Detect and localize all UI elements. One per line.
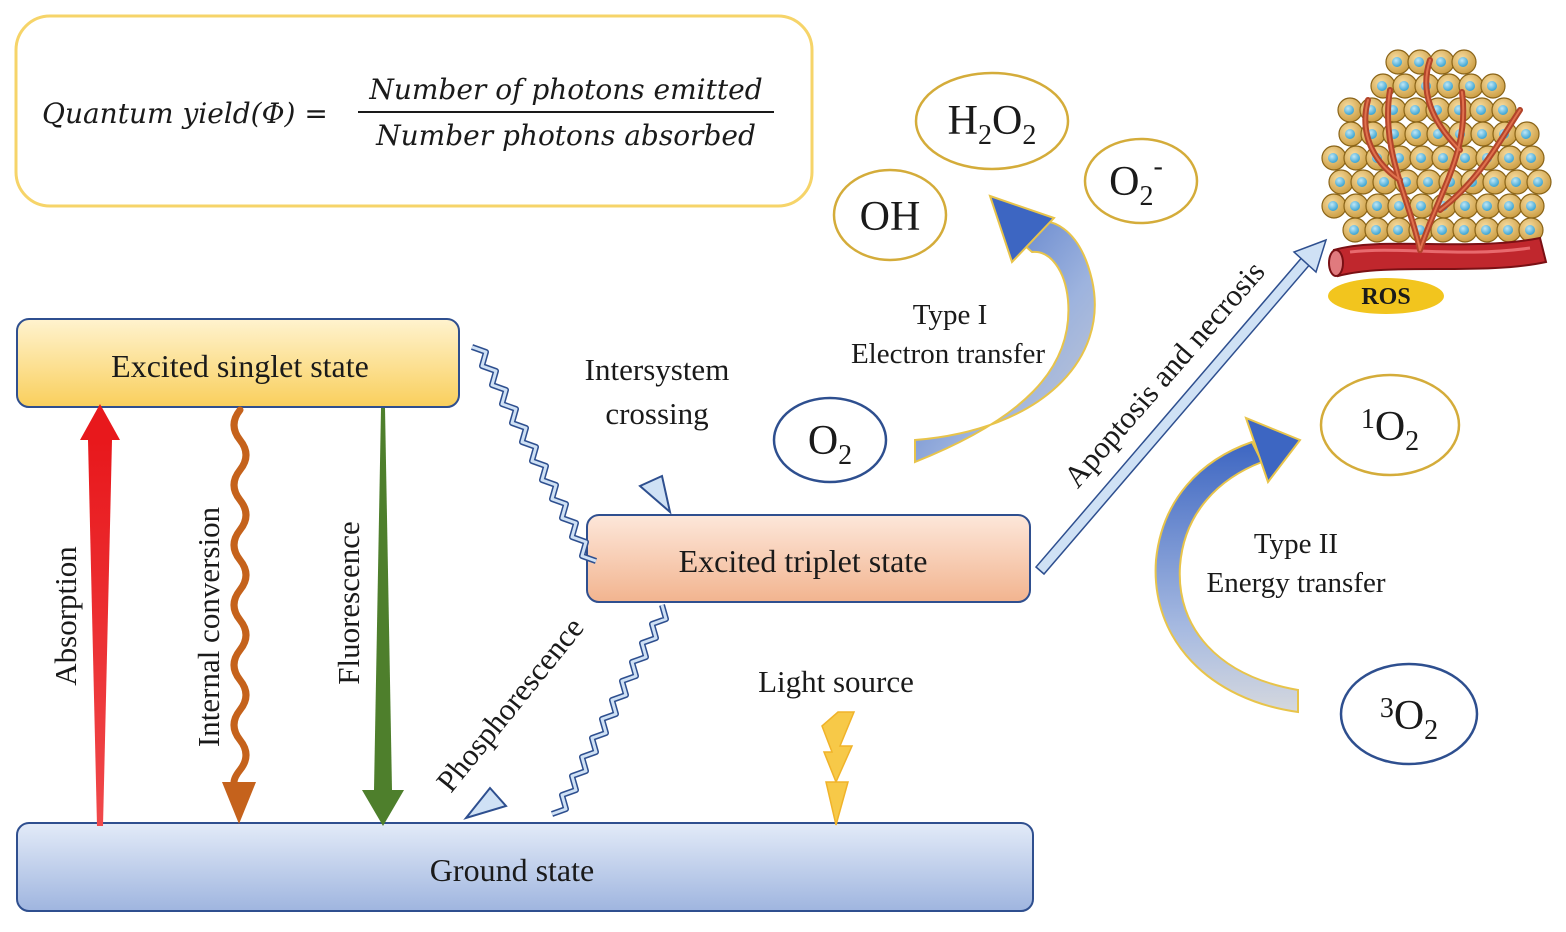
quantum-yield-formula: Quantum yield(Φ) = Number of photons emi… — [14, 14, 814, 208]
tumor-cell-nucleus — [1335, 177, 1345, 187]
tumor-cell-nucleus — [1414, 57, 1424, 67]
tumor-cell-nucleus — [1489, 177, 1499, 187]
tumor-cell-nucleus — [1487, 81, 1497, 91]
tumor-cell-nucleus — [1377, 81, 1387, 91]
tumor-cell-nucleus — [1379, 177, 1389, 187]
ground-state-box: Ground state — [16, 822, 1034, 912]
tumor-cell-nucleus — [1504, 201, 1514, 211]
tumor-cell-nucleus — [1465, 81, 1475, 91]
svg-text:3O2: 3O2 — [1380, 693, 1438, 746]
ros-badge: ROS — [1328, 278, 1444, 314]
tumor-cell-nucleus — [1477, 129, 1487, 139]
intersystem-crossing-arrow — [470, 344, 672, 564]
tumor-cell-nucleus — [1423, 177, 1433, 187]
svg-text:1O2: 1O2 — [1361, 404, 1419, 457]
phosphorescence-label: Phosphorescence — [429, 610, 591, 798]
ground-state-label: Ground state — [430, 852, 594, 888]
svg-text:OH: OH — [860, 194, 921, 240]
intersystem-label-line1: Intersystem — [585, 352, 730, 387]
excited-triplet-state-box: Excited triplet state — [586, 514, 1031, 603]
lightning-bolt-icon — [821, 711, 856, 826]
tumor-cell-nucleus — [1459, 225, 1469, 235]
tumor-cell-nucleus — [1526, 201, 1536, 211]
tumor-cell-nucleus — [1410, 105, 1420, 115]
tumor-vessels-icon — [1362, 57, 1523, 253]
tumor-cell-nucleus — [1372, 201, 1382, 211]
tumor-cell-nucleus — [1411, 129, 1421, 139]
svg-text:O2: O2 — [808, 418, 852, 471]
molecule-h2o2: H2O2 — [914, 71, 1070, 171]
fluorescence-label: Fluorescence — [331, 521, 366, 685]
tumor-cell-nucleus — [1533, 177, 1543, 187]
type2-label-line2: Energy transfer — [1206, 567, 1385, 599]
tumor-cell-nucleus — [1344, 105, 1354, 115]
type2-curved-arrow — [1154, 416, 1302, 714]
tumor-cell-nucleus — [1511, 177, 1521, 187]
tumor-cell-nucleus — [1399, 81, 1409, 91]
internal-conversion-label: Internal conversion — [191, 506, 226, 747]
tumor-cell-nucleus — [1349, 225, 1359, 235]
type2-label-line1: Type II — [1254, 528, 1338, 560]
tumor-cell-nucleus — [1498, 105, 1508, 115]
svg-text:O2-: O2- — [1109, 151, 1163, 212]
tumor-cell-nucleus — [1416, 153, 1426, 163]
type1-curved-arrow — [914, 194, 1096, 464]
singlet-state-label: Excited singlet state — [111, 348, 369, 384]
tumor-cell-nucleus — [1460, 153, 1470, 163]
type1-label-line1: Type I — [913, 299, 987, 331]
tumor-cell-nucleus — [1371, 225, 1381, 235]
light-source-label: Light source — [758, 664, 914, 699]
apoptosis-arrow — [1034, 238, 1328, 576]
tumor-cell-nucleus — [1416, 201, 1426, 211]
tumor-cell-nucleus — [1458, 57, 1468, 67]
molecule-oh: OH — [832, 168, 948, 262]
tumor-cell-nucleus — [1476, 105, 1486, 115]
fluorescence-arrow — [362, 408, 404, 826]
tumor-cell-nucleus — [1350, 153, 1360, 163]
formula-denominator: Number photons absorbed — [375, 119, 756, 152]
tumor-cell-nucleus — [1460, 201, 1470, 211]
excited-singlet-state-box: Excited singlet state — [16, 318, 460, 408]
tumor-cell-nucleus — [1443, 81, 1453, 91]
absorption-arrow — [80, 404, 120, 826]
svg-text:H2O2: H2O2 — [948, 98, 1037, 151]
molecule-triplet-oxygen: 3O2 — [1339, 662, 1479, 766]
tumor-cell-nucleus — [1328, 153, 1338, 163]
tumor-cell-nucleus — [1392, 57, 1402, 67]
molecule-o2: O2 — [772, 396, 888, 484]
triplet-state-label: Excited triplet state — [679, 543, 928, 579]
tumor-cell-nucleus — [1350, 201, 1360, 211]
tumor-cell-nucleus — [1393, 225, 1403, 235]
formula-lhs: Quantum yield(Φ) = — [42, 97, 328, 130]
molecule-superoxide: O2- — [1083, 137, 1199, 225]
intersystem-label-line2: crossing — [605, 396, 708, 431]
tumor-cell-nucleus — [1328, 201, 1338, 211]
blood-vessel-icon — [1328, 236, 1548, 278]
tumor-cell-nucleus — [1503, 225, 1513, 235]
tumor-cell-nucleus — [1481, 225, 1491, 235]
tumor-cell-nucleus — [1437, 225, 1447, 235]
phosphorescence-arrow — [463, 604, 669, 820]
tumor-cell-nucleus — [1482, 201, 1492, 211]
tumor-cell-nucleus — [1357, 177, 1367, 187]
tumor-cell-nucleus — [1436, 57, 1446, 67]
svg-text:ROS: ROS — [1361, 284, 1410, 310]
formula-numerator: Number of photons emitted — [368, 73, 762, 106]
molecule-singlet-oxygen: 1O2 — [1319, 373, 1461, 477]
tumor-cell-nucleus — [1504, 153, 1514, 163]
tumor-cell-nucleus — [1525, 225, 1535, 235]
tumor-cell-nucleus — [1526, 153, 1536, 163]
tumor-cell-nucleus — [1394, 201, 1404, 211]
tumor-cell-nucleus — [1521, 129, 1531, 139]
type1-label-line2: Electron transfer — [851, 338, 1045, 370]
tumor-cell-nucleus — [1345, 129, 1355, 139]
internal-conversion-arrow — [222, 406, 256, 824]
tumor-cell-nucleus — [1438, 153, 1448, 163]
absorption-label: Absorption — [48, 546, 83, 686]
